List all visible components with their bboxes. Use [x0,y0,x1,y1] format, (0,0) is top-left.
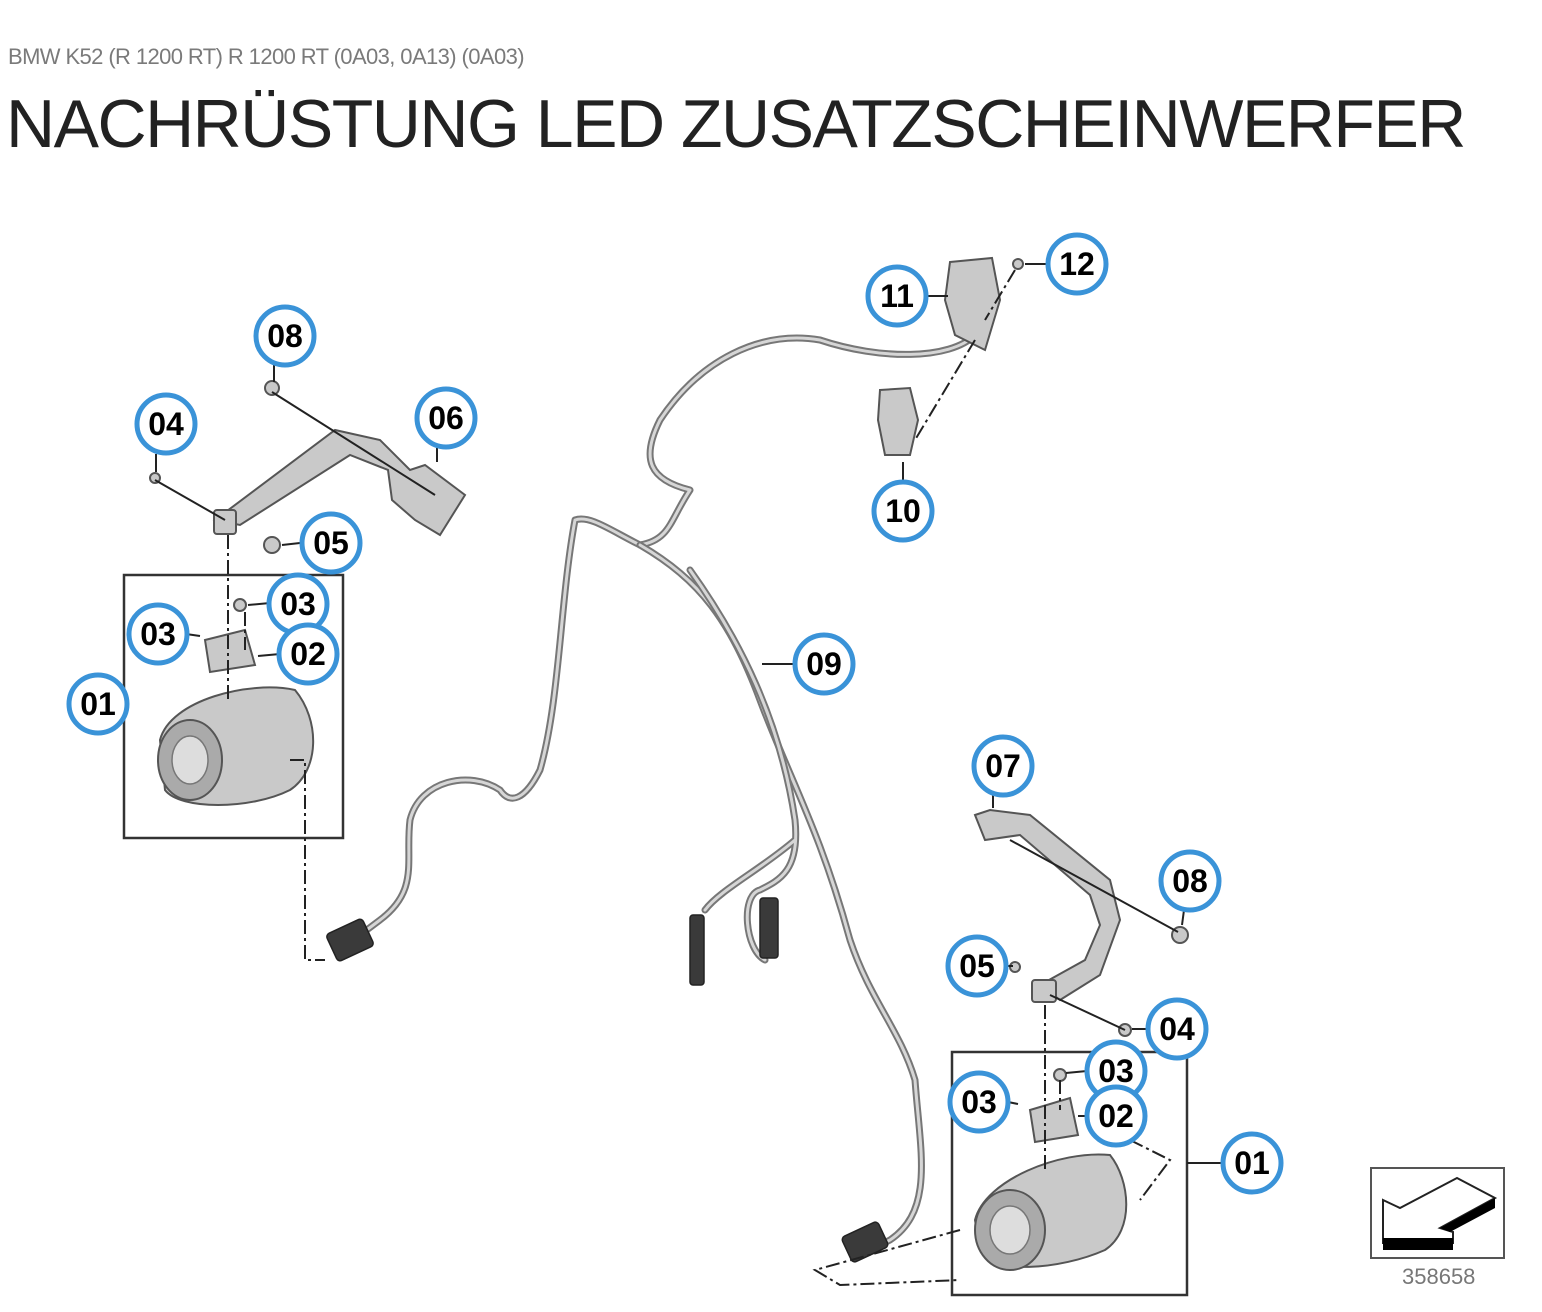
callout-08[interactable]: 08 [253,304,317,368]
svg-text:08: 08 [1172,863,1208,899]
callout-07[interactable]: 07 [971,734,1035,798]
callout-09[interactable]: 09 [792,632,856,696]
svg-text:01: 01 [1234,1145,1270,1181]
svg-text:04: 04 [1159,1011,1195,1047]
callout-03[interactable]: 03 [947,1070,1011,1134]
callout-02[interactable]: 02 [276,622,340,686]
connector [841,1221,889,1263]
wiring-harness [326,331,979,1263]
switch-assembly [876,256,1024,456]
svg-text:03: 03 [140,616,176,652]
callout-05[interactable]: 05 [299,511,363,575]
page-title: NACHRÜSTUNG LED ZUSATZSCHEINWERFER [6,86,1466,162]
leader-lines [124,263,1222,1164]
diagram-reference-number: 358658 [1402,1264,1476,1289]
svg-text:03: 03 [1098,1053,1134,1089]
callout-11[interactable]: 11 [865,264,929,328]
left-bracket-assembly [122,380,467,961]
callout-05[interactable]: 05 [945,934,1009,998]
svg-text:12: 12 [1059,246,1095,282]
connector [326,918,374,962]
svg-text:05: 05 [313,525,349,561]
callout-02[interactable]: 02 [1084,1084,1148,1148]
callout-06[interactable]: 06 [414,386,478,450]
callout-08[interactable]: 08 [1158,849,1222,913]
svg-text:04: 04 [148,406,184,442]
right-bracket-assembly [812,808,1189,1297]
svg-text:10: 10 [885,493,921,529]
connector [759,897,779,959]
svg-text:02: 02 [1098,1098,1134,1134]
svg-text:05: 05 [959,948,995,984]
connector [689,914,705,986]
svg-text:06: 06 [428,400,464,436]
arrow-direction-icon [1370,1167,1505,1259]
svg-text:11: 11 [880,278,914,314]
svg-text:01: 01 [80,686,116,722]
callout-01[interactable]: 01 [1220,1131,1284,1195]
callout-03[interactable]: 03 [126,602,190,666]
callout-12[interactable]: 12 [1045,232,1109,296]
breadcrumb: BMW K52 (R 1200 RT) R 1200 RT (0A03, 0A1… [8,44,525,69]
svg-text:09: 09 [806,646,842,682]
svg-text:08: 08 [267,318,303,354]
svg-text:07: 07 [985,748,1021,784]
svg-text:02: 02 [290,636,326,672]
callout-10[interactable]: 10 [871,479,935,543]
callout-04[interactable]: 04 [134,392,198,456]
svg-text:03: 03 [280,586,316,622]
callout-01[interactable]: 01 [66,672,130,736]
svg-text:03: 03 [961,1084,997,1120]
callout-04[interactable]: 04 [1145,997,1209,1061]
